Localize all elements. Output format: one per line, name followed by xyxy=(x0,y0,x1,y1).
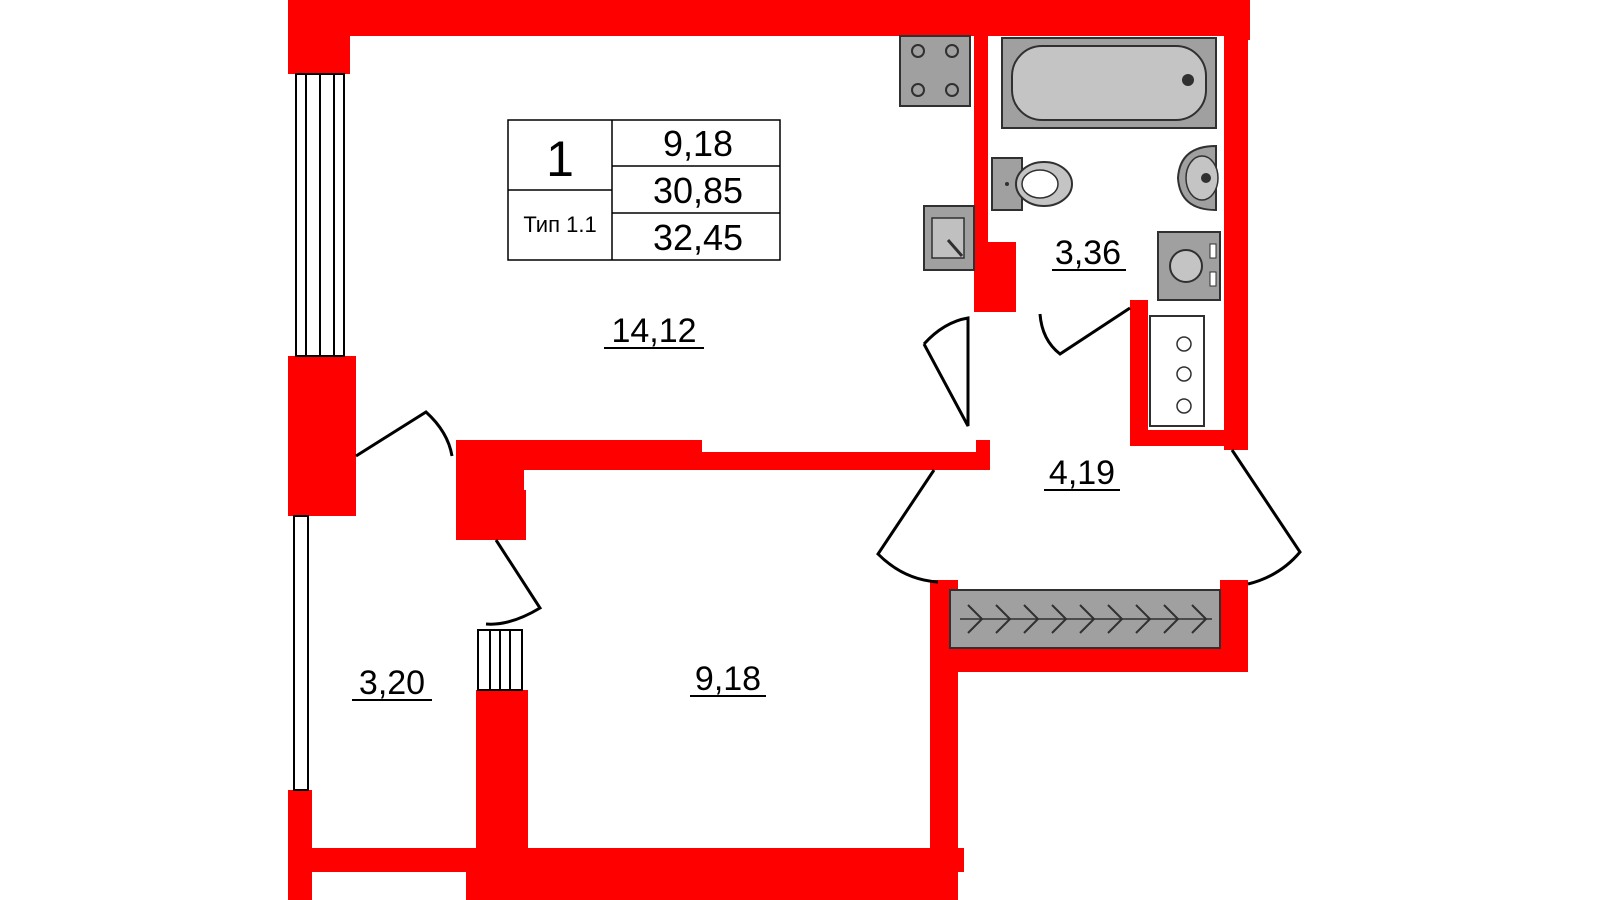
washbasin-icon xyxy=(1176,144,1219,212)
total-area-balcony-value: 32,45 xyxy=(653,217,743,258)
hanger-icon xyxy=(1023,604,1040,634)
shaft-inner xyxy=(988,256,1004,300)
left-pillar-bottom xyxy=(288,790,312,900)
hanger-icon xyxy=(1107,604,1124,634)
walls xyxy=(288,0,1250,900)
doors xyxy=(355,306,1302,626)
window-kitchen xyxy=(295,73,345,357)
apartment-type: Тип 1.1 xyxy=(523,212,596,237)
bedroom-door[interactable] xyxy=(485,539,543,626)
bathroom-area: 3,36 xyxy=(1055,234,1121,272)
total-area-value: 30,85 xyxy=(653,170,743,211)
bedroom-area: 9,18 xyxy=(695,660,761,698)
wardrobe-wall-bottom xyxy=(958,648,1248,672)
hanger-icon xyxy=(1163,604,1180,634)
top-left-pillar xyxy=(288,0,350,74)
partition-end xyxy=(976,440,990,470)
left-pillar-mid xyxy=(288,356,356,516)
entrance-door[interactable] xyxy=(1230,449,1302,586)
living-area-value: 9,18 xyxy=(663,123,733,164)
hanger-icon xyxy=(995,604,1012,634)
wardrobe-wall-right xyxy=(1220,580,1248,672)
balcony-door[interactable] xyxy=(355,410,454,458)
windows xyxy=(293,73,523,791)
hanger-icon xyxy=(1051,604,1068,634)
bathroom-door[interactable] xyxy=(1038,306,1131,356)
rooms-count: 1 xyxy=(546,131,574,187)
hanger-icon xyxy=(1191,604,1208,634)
hall-cabinet xyxy=(1149,315,1205,427)
hall-left-opening xyxy=(876,469,939,584)
hall-cabinet-wall-bottom xyxy=(1130,430,1248,446)
hallway-label: 4,19 xyxy=(1044,454,1120,492)
hanger-icon xyxy=(1135,604,1152,634)
hanger-icon xyxy=(967,604,984,634)
apartment-info-box: 1 Тип 1.1 9,18 30,85 32,45 xyxy=(507,119,781,261)
kitchen-label: 14,12 xyxy=(604,312,704,350)
balcony-area: 3,20 xyxy=(359,664,425,702)
hanger-icon xyxy=(1079,604,1096,634)
wardrobe-wall-left xyxy=(930,580,950,652)
window-bedroom xyxy=(477,629,523,691)
right-wall-upper xyxy=(1224,18,1248,450)
kitchen-door[interactable] xyxy=(922,316,970,427)
stove-icon xyxy=(899,35,971,107)
kitchen-sink-icon xyxy=(923,205,975,271)
door-pillar-lower xyxy=(476,490,526,540)
washing-machine-icon xyxy=(1157,231,1221,301)
wardrobe-icon xyxy=(949,589,1221,649)
hallway-area: 4,19 xyxy=(1049,454,1115,492)
bathtub-icon xyxy=(1001,37,1217,129)
top-wall xyxy=(288,0,1250,18)
balcony-label: 3,20 xyxy=(352,664,432,702)
bedroom-label: 9,18 xyxy=(690,660,766,698)
partition-right xyxy=(700,452,990,470)
room-labels: 14,12 3,36 4,19 3,20 9,18 xyxy=(352,234,1126,702)
top-inner-wall xyxy=(350,18,1250,36)
fixtures xyxy=(899,35,1221,649)
bathroom-label: 3,36 xyxy=(1052,234,1126,272)
kitchen-area: 14,12 xyxy=(611,312,696,350)
window-balcony xyxy=(293,515,309,791)
hall-cabinet-wall-left xyxy=(1130,300,1148,446)
bedroom-left-wall xyxy=(476,690,528,870)
bottom-wall xyxy=(466,860,958,900)
toilet-icon xyxy=(991,157,1073,211)
wardrobe-hangers xyxy=(967,604,1208,634)
